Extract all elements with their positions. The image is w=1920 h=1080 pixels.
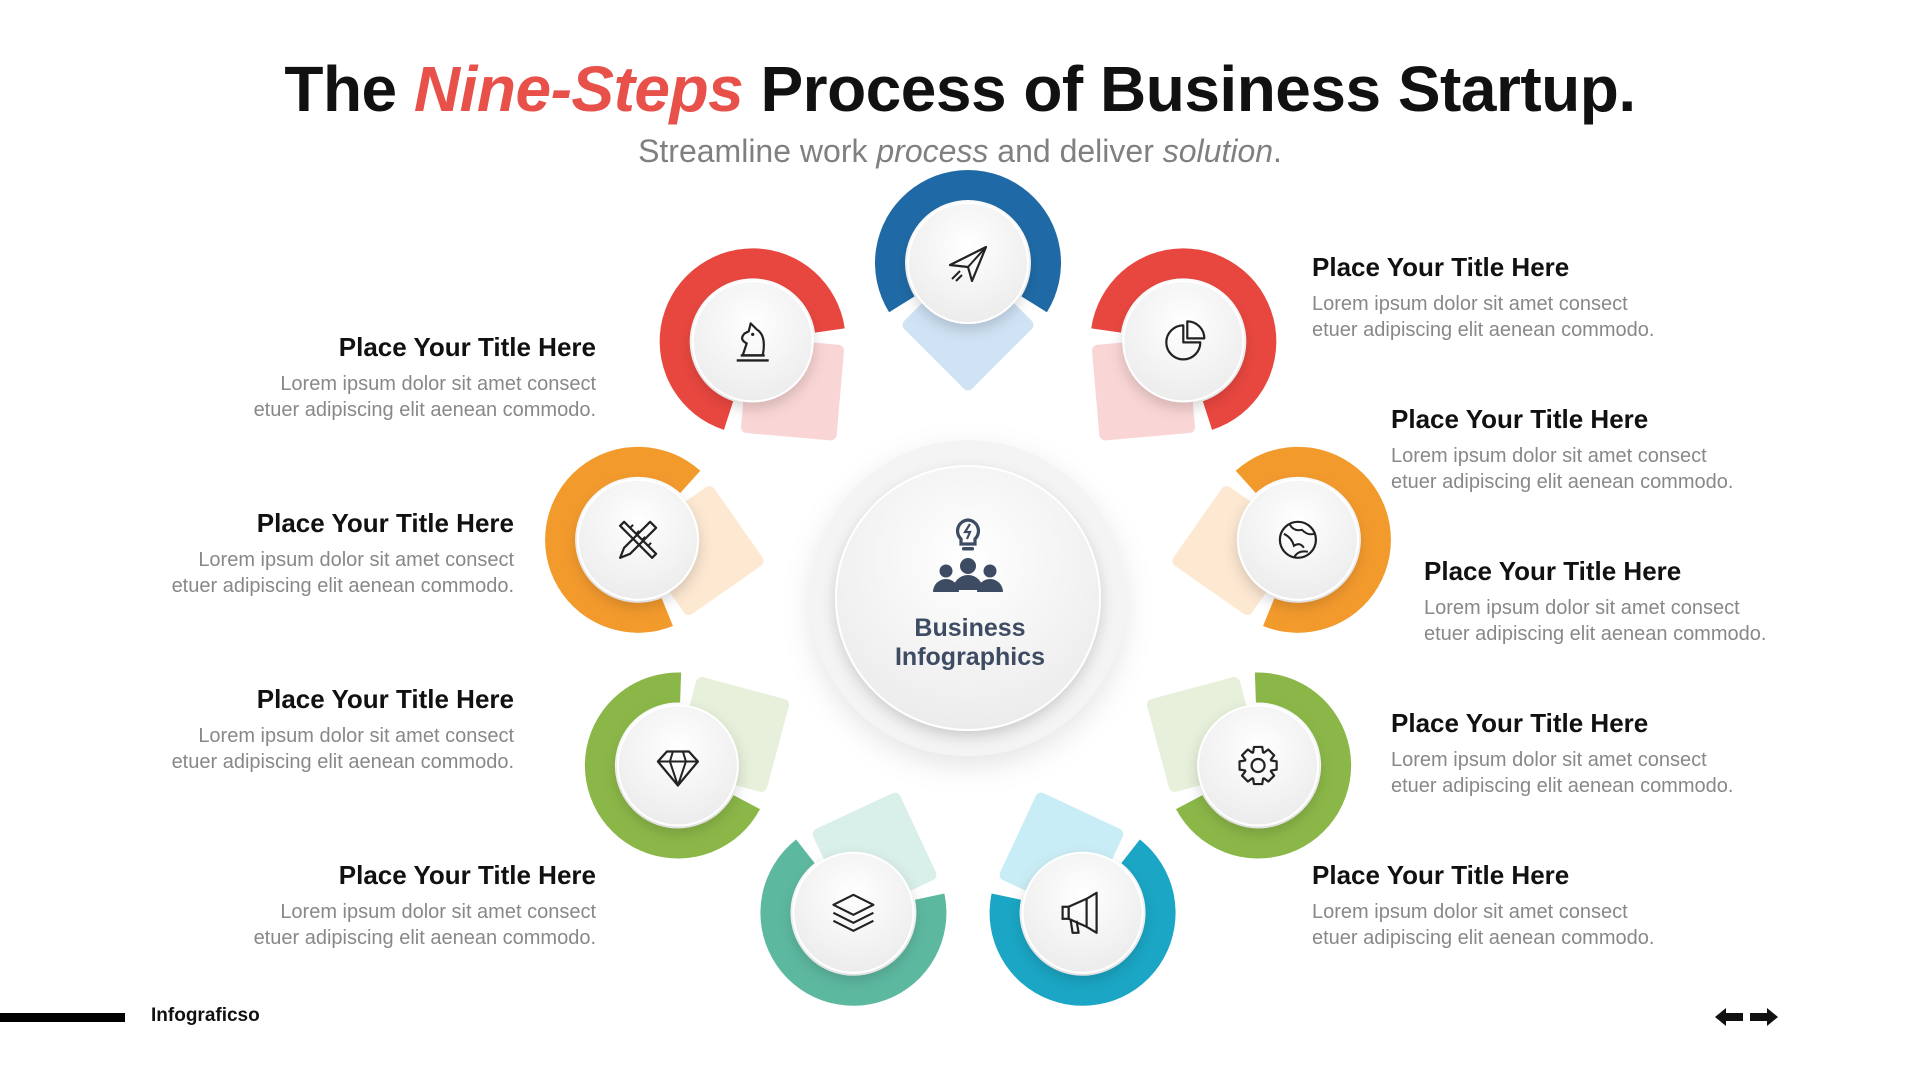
step-desc-3b: etuer adipiscing elit aenean commodo.: [1424, 623, 1767, 645]
step-4-color-ring: [1176, 672, 1352, 859]
title-part-1: The: [284, 53, 414, 125]
step-desc-1a: Lorem ipsum dolor sit amet consect: [1312, 293, 1628, 315]
petals-group: [545, 170, 1391, 1006]
step-desc-6b: etuer adipiscing elit aenean commodo.: [253, 927, 596, 949]
step-desc-5a: Lorem ipsum dolor sit amet consect: [1312, 901, 1628, 923]
step-desc-6a: Lorem ipsum dolor sit amet consect: [280, 901, 596, 923]
step-title-2: Place Your Title Here: [1391, 404, 1649, 434]
subtitle-part-3: .: [1273, 133, 1282, 169]
step-8-icon-disc: [577, 478, 700, 601]
step-8-color-ring: [545, 446, 701, 633]
center-label-line2: Infographics: [894, 643, 1045, 671]
step-1-petal: [875, 170, 1061, 391]
page-subtitle: Streamline work process and deliver solu…: [0, 133, 1920, 170]
step-9-petal: [659, 248, 845, 441]
step-desc-3a: Lorem ipsum dolor sit amet consect: [1424, 597, 1740, 619]
step-1-color-ring: [875, 170, 1061, 313]
step-title-6: Place Your Title Here: [338, 860, 596, 890]
step-1-icon-disc: [907, 202, 1029, 324]
step-desc-4b: etuer adipiscing elit aenean commodo.: [1391, 775, 1734, 797]
step-3-icon-disc: [1236, 478, 1359, 601]
step-title-1: Place Your Title Here: [1312, 252, 1570, 282]
step-title-9: Place Your Title Here: [338, 332, 596, 362]
step-desc-4a: Lorem ipsum dolor sit amet consect: [1391, 749, 1707, 771]
step-desc-7a: Lorem ipsum dolor sit amet consect: [198, 725, 514, 747]
center-inner-disc: [835, 465, 1101, 731]
step-desc-9a: Lorem ipsum dolor sit amet consect: [280, 373, 596, 395]
step-6-icon-disc: [792, 851, 915, 974]
step-title-4: Place Your Title Here: [1391, 708, 1649, 738]
step-9-color-ring: [659, 248, 845, 430]
step-4-icon-disc: [1197, 704, 1320, 827]
globe-icon: [1278, 520, 1318, 559]
step-desc-2b: etuer adipiscing elit aenean commodo.: [1391, 471, 1734, 493]
gear-icon: [1238, 745, 1278, 786]
megaphone-icon: [1061, 891, 1098, 934]
step-title-3: Place Your Title Here: [1424, 556, 1682, 586]
chess-knight-icon: [736, 322, 769, 362]
paper-plane-icon: [948, 245, 988, 283]
pie-chart-icon: [1165, 320, 1206, 361]
step-5-icon-disc: [1021, 851, 1144, 974]
step-9-icon-disc: [691, 280, 814, 403]
diamond-icon: [656, 750, 700, 787]
step-6-color-ring: [760, 839, 947, 1006]
step-desc-5b: etuer adipiscing elit aenean commodo.: [1312, 927, 1655, 949]
step-3-color-ring: [1235, 446, 1391, 633]
center-label-line1: Business: [914, 614, 1026, 642]
step-7-color-ring: [584, 672, 760, 859]
title-part-2: Process of Business Startup.: [743, 53, 1636, 125]
subtitle-italic-2: solution: [1162, 133, 1274, 169]
step-desc-8b: etuer adipiscing elit aenean commodo.: [171, 575, 514, 597]
step-desc-9b: etuer adipiscing elit aenean commodo.: [253, 399, 596, 421]
step-3-petal: [1172, 446, 1391, 633]
step-8-petal: [545, 446, 764, 633]
subtitle-part-1: Streamline work: [638, 133, 877, 169]
step-desc-2a: Lorem ipsum dolor sit amet consect: [1391, 445, 1707, 467]
footer-bar: [0, 1013, 125, 1022]
footer-brand: Infograficso: [151, 1005, 260, 1026]
team-bulb-icon: [933, 518, 1003, 592]
step-2-color-ring: [1091, 248, 1277, 430]
pencil-ruler-icon: [618, 520, 658, 559]
step-2-petal: [1091, 248, 1277, 441]
step-desc-7b: etuer adipiscing elit aenean commodo.: [171, 751, 514, 773]
step-title-5: Place Your Title Here: [1312, 860, 1570, 890]
step-title-8: Place Your Title Here: [256, 508, 514, 538]
step-6-petal: [760, 792, 947, 1006]
subtitle-italic-1: process: [876, 133, 989, 169]
title-highlight: Nine-Steps: [413, 53, 744, 125]
page-title: The Nine-Steps Process of Business Start…: [0, 52, 1920, 126]
step-5-petal: [989, 792, 1176, 1006]
step-4-petal: [1146, 672, 1352, 859]
step-5-color-ring: [989, 839, 1176, 1006]
arrow-right-icon[interactable]: [1749, 1006, 1779, 1028]
center-disc: [810, 440, 1126, 756]
layers-icon: [832, 893, 875, 932]
step-title-7: Place Your Title Here: [256, 684, 514, 714]
step-desc-1b: etuer adipiscing elit aenean commodo.: [1312, 319, 1655, 341]
step-7-icon-disc: [616, 704, 739, 827]
subtitle-part-2: and deliver: [988, 133, 1163, 169]
step-7-petal: [584, 672, 790, 859]
step-desc-8a: Lorem ipsum dolor sit amet consect: [198, 549, 514, 571]
arrow-left-icon[interactable]: [1714, 1006, 1744, 1028]
